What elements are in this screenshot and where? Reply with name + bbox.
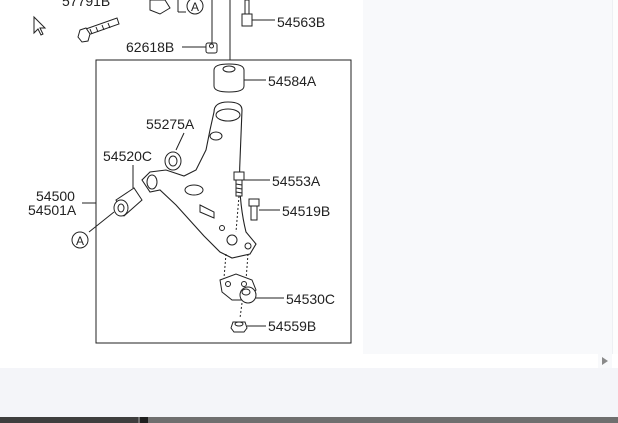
label-54530c: 54530C — [286, 291, 335, 307]
label-55275a: 55275A — [146, 116, 195, 132]
bushing-54520c — [113, 187, 143, 217]
nut-54559b — [230, 321, 248, 333]
label-54500: 54500 — [36, 188, 75, 204]
taskbar — [0, 417, 618, 423]
chevron-right-icon — [602, 357, 608, 365]
bushing-54584a — [213, 63, 245, 93]
label-54501a: 54501A — [28, 202, 77, 218]
parts-diagram-area: A 57791B 54563B 62618B 54584A 55275A — [28, 0, 352, 344]
washer-55275a — [164, 151, 182, 171]
nut-62618b — [205, 42, 218, 54]
assembly-frame — [95, 59, 352, 344]
ref-a-top — [186, 0, 204, 15]
bolt-54553a — [233, 171, 245, 197]
label-54584a: 54584A — [268, 73, 317, 89]
vertical-scrollbar[interactable] — [612, 0, 618, 354]
ref-a-bottom — [71, 231, 89, 249]
bolt-57791b — [77, 17, 120, 43]
ref-a-bottom-label: A — [76, 234, 84, 248]
label-62618b: 62618B — [126, 39, 174, 55]
label-54559b: 54559B — [268, 318, 316, 334]
bolt-54563b — [241, 0, 275, 27]
scroll-right-button[interactable] — [598, 354, 612, 368]
label-54519b: 54519B — [282, 203, 330, 219]
label-57791b: 57791B — [62, 0, 110, 9]
label-54563b: 54563B — [277, 14, 325, 30]
ref-a-top-label: A — [191, 0, 199, 14]
bracket-fragment — [149, 0, 171, 15]
bottom-strip — [0, 368, 618, 417]
taskbar-segment-left[interactable] — [0, 417, 138, 423]
label-54553a: 54553A — [272, 173, 321, 189]
bolt-54519b — [248, 198, 260, 221]
blank-side-panel — [363, 0, 618, 354]
label-54520c: 54520C — [103, 148, 152, 164]
ball-joint-54530c — [219, 273, 257, 304]
mouse-pointer-icon — [33, 15, 47, 36]
parts-diagram: A 57791B 54563B 62618B 54584A 55275A — [28, 0, 352, 344]
taskbar-segment-divider — [140, 417, 148, 423]
